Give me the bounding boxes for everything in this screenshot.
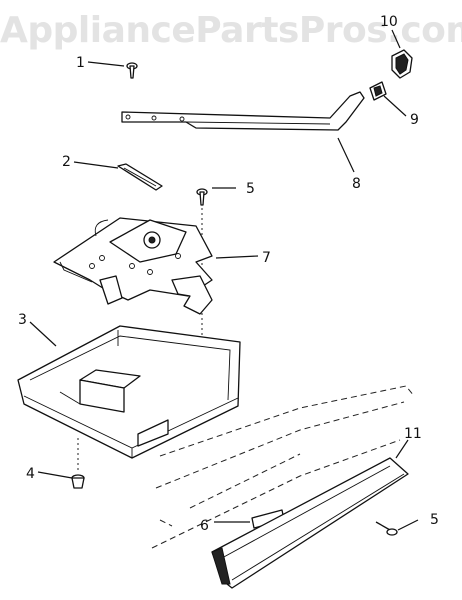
lock-assembly-part bbox=[53, 217, 213, 315]
watermark: AppliancePartsPros.com bbox=[0, 10, 462, 51]
strip-part bbox=[117, 163, 163, 191]
callout-label-2: 2 bbox=[62, 154, 71, 170]
screw-part-1 bbox=[126, 62, 138, 79]
callout-label-4: 4 bbox=[26, 466, 35, 482]
callout-label-5-lower: 5 bbox=[430, 512, 439, 528]
foot-part bbox=[71, 474, 85, 489]
screw-part-5-upper bbox=[196, 188, 208, 206]
callout-label-9: 9 bbox=[410, 112, 419, 128]
callout-label-6: 6 bbox=[200, 518, 209, 534]
lever-bar-part bbox=[121, 91, 365, 131]
leader-lines bbox=[29, 29, 419, 531]
callout-label-1: 1 bbox=[76, 55, 85, 71]
knob-part bbox=[391, 49, 413, 79]
clip-part bbox=[369, 81, 387, 101]
callout-label-7: 7 bbox=[262, 250, 271, 266]
callout-label-3: 3 bbox=[18, 312, 27, 328]
screw-part-5-lower bbox=[375, 521, 398, 536]
callout-label-8: 8 bbox=[352, 176, 361, 192]
trim-panel-part bbox=[211, 457, 409, 589]
callout-label-11: 11 bbox=[404, 426, 422, 442]
pan-part bbox=[17, 325, 241, 459]
range-outline bbox=[151, 385, 415, 549]
callout-label-10: 10 bbox=[380, 14, 398, 30]
callout-label-5-upper: 5 bbox=[246, 181, 255, 197]
